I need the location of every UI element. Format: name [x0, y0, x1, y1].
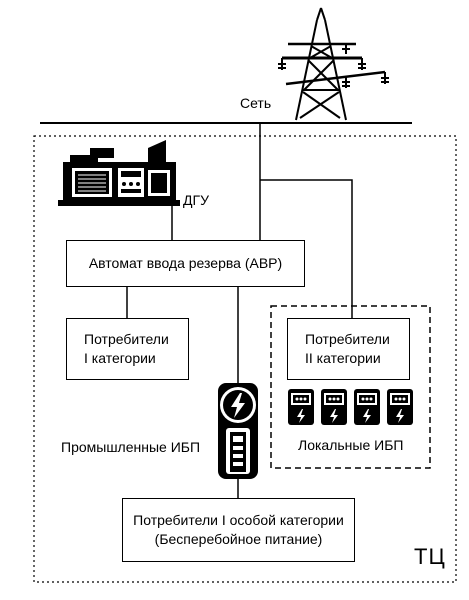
- cat2-label-line2: II категории: [305, 350, 381, 366]
- grid-label: Сеть: [240, 95, 272, 111]
- site-label: ТЦ: [414, 544, 446, 569]
- special-label-line1: Потребители I особой категории: [133, 512, 344, 528]
- local-ups-label: Локальные ИБП: [298, 437, 404, 453]
- local-ups-icon: [354, 389, 380, 425]
- cat2-box: Потребители II категории: [287, 318, 410, 380]
- power-tower-icon: [278, 7, 389, 121]
- special-consumers-box: Потребители I особой категории (Беспереб…: [122, 498, 355, 562]
- cat1-label-line2: I категории: [84, 350, 156, 366]
- local-ups-icon: [387, 389, 413, 425]
- site-boundary: [33, 135, 457, 583]
- special-label-line2: (Бесперебойное питание): [154, 531, 323, 547]
- local-ups-zone: [270, 305, 431, 469]
- generator-label: ДГУ: [183, 192, 209, 208]
- local-ups-icon: [321, 389, 347, 425]
- grid-to-cat2-line: [260, 179, 353, 318]
- local-ups-icon: [288, 389, 314, 425]
- diesel-generator-icon: [58, 140, 180, 206]
- ats-label: Автомат ввода резерва (АВР): [88, 255, 283, 271]
- industrial-ups-icon: [218, 383, 258, 479]
- industrial-ups-label: Промышленные ИБП: [61, 439, 201, 455]
- cat2-label-line1: Потребители: [305, 331, 390, 347]
- cat1-label-line1: Потребители: [84, 331, 169, 347]
- ats-box: Автомат ввода резерва (АВР): [66, 240, 305, 287]
- cat1-box: Потребители I категории: [66, 318, 189, 380]
